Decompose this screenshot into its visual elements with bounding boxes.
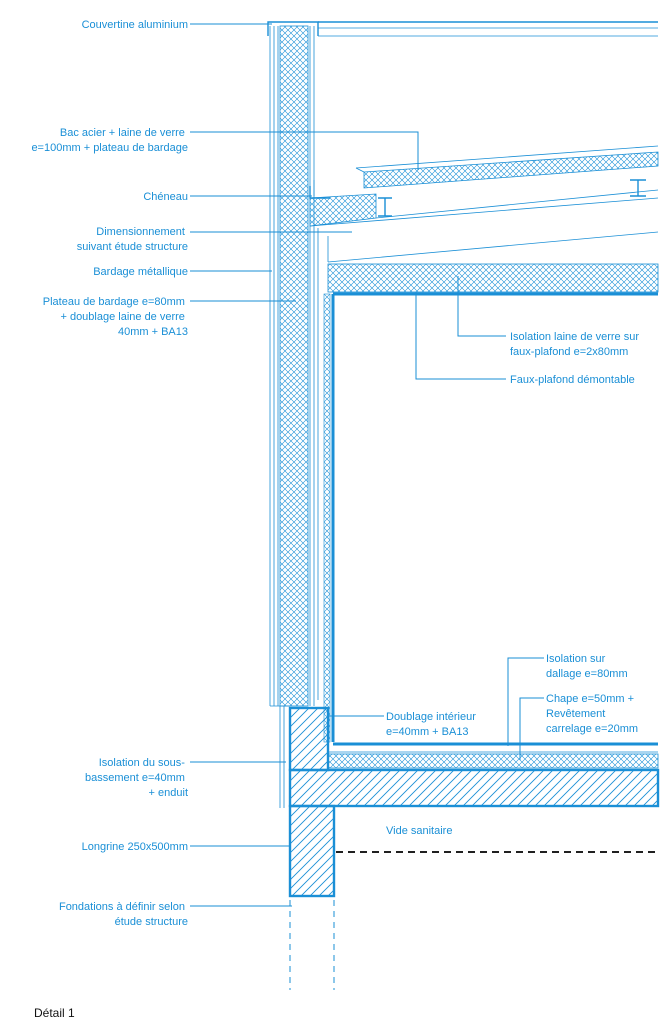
label-dimensionnement-line1: Dimensionnement (96, 226, 185, 238)
couvertine (267, 21, 658, 37)
section-detail-drawing: Couvertine aluminium Bac acier + laine d… (31, 19, 660, 990)
label-sous-bassement: Isolation du sous- bassement e=40mm + en… (85, 757, 188, 799)
label-plateau-line2: + doublage laine de verre (60, 311, 184, 323)
label-chape-line2: Revêtement (546, 708, 605, 720)
label-fondations: Fondations à définir selon étude structu… (59, 901, 188, 928)
label-dimensionnement-line2: suivant étude structure (77, 241, 188, 253)
label-faux-plafond: Faux-plafond démontable (510, 374, 635, 386)
label-sous-bassement-line1: Isolation du sous- (99, 757, 186, 769)
label-isolation-fp-line1: Isolation laine de verre sur (510, 331, 639, 343)
steel-beams (378, 179, 646, 217)
label-bac-acier-line1: Bac acier + laine de verre (60, 127, 185, 139)
leader-lines (190, 23, 544, 907)
label-fondations-line1: Fondations à définir selon (59, 901, 185, 913)
label-longrine: Longrine 250x500mm (82, 841, 188, 853)
label-bac-acier: Bac acier + laine de verre e=100mm + pla… (31, 127, 188, 154)
label-sous-bassement-line3: + enduit (149, 787, 188, 799)
label-plateau: Plateau de bardage e=80mm + doublage lai… (43, 296, 188, 338)
label-vide-sanitaire: Vide sanitaire (386, 825, 452, 837)
foundation (279, 706, 336, 990)
label-plateau-line1: Plateau de bardage e=80mm (43, 296, 185, 308)
label-sous-bassement-line2: bassement e=40mm (85, 772, 185, 784)
label-isolation-dallage-line1: Isolation sur (546, 653, 606, 665)
label-plateau-line3: 40mm + BA13 (118, 326, 188, 338)
label-isolation-fp-line2: faux-plafond e=2x80mm (510, 346, 628, 358)
label-isolation-faux-plafond: Isolation laine de verre sur faux-plafon… (510, 331, 642, 358)
label-doublage-line2: e=40mm + BA13 (386, 726, 469, 738)
detail-caption: Détail 1 (34, 1006, 75, 1020)
label-chape: Chape e=50mm + Revêtement carrelage e=20… (546, 693, 638, 735)
label-isolation-dallage: Isolation sur dallage e=80mm (546, 653, 628, 680)
label-chape-line1: Chape e=50mm + (546, 693, 634, 705)
label-chape-line3: carrelage e=20mm (546, 723, 638, 735)
label-bardage: Bardage métallique (93, 266, 188, 278)
label-isolation-dallage-line2: dallage e=80mm (546, 668, 628, 680)
label-couvertine: Couvertine aluminium (82, 19, 188, 31)
exterior-wall (269, 25, 315, 707)
false-ceiling (317, 228, 659, 700)
label-doublage-line1: Doublage intérieur (386, 711, 476, 723)
cheneau (309, 180, 330, 199)
label-dimensionnement: Dimensionnement suivant étude structure (77, 226, 188, 253)
interior-lining (323, 293, 335, 743)
label-fondations-line2: étude structure (115, 916, 188, 928)
label-doublage: Doublage intérieur e=40mm + BA13 (386, 711, 479, 738)
slab (288, 742, 660, 808)
label-cheneau: Chéneau (143, 191, 188, 203)
roof-panels (309, 145, 659, 263)
label-bac-acier-line2: e=100mm + plateau de bardage (31, 142, 188, 154)
